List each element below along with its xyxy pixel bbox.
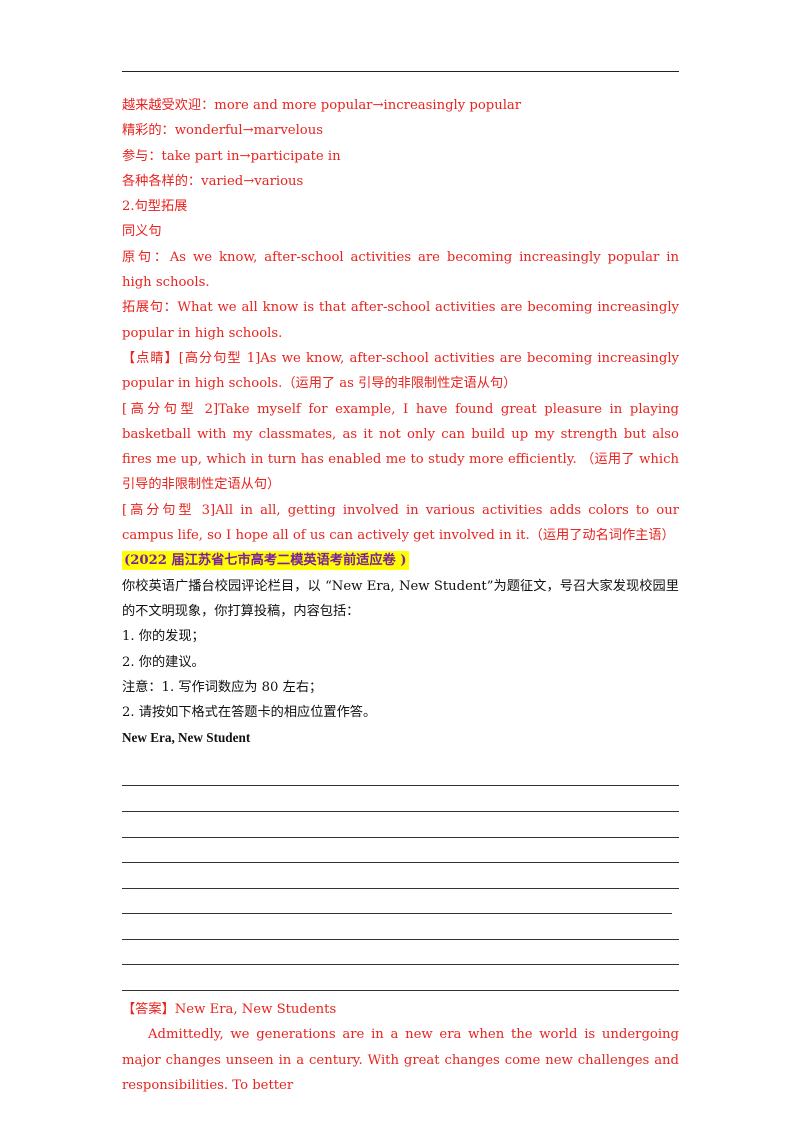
- answer-line: [122, 965, 679, 992]
- answer-line: [122, 838, 679, 864]
- synonym-line: 越来越受欢迎：more and more popular→increasingl…: [122, 98, 522, 113]
- header-rule: [122, 71, 679, 72]
- source-line: (2022 届江苏省七市高考二模英语考前适应卷 ): [122, 548, 679, 573]
- original-sentence: 原句：As we know, after-school activities a…: [122, 249, 679, 291]
- synonym-line: 参与：take part in→participate in: [122, 148, 341, 164]
- synonym-line: 精彩的：wonderful→marvelous: [122, 123, 324, 139]
- note-line: 2. 请按如下格式在答题卡的相应位置作答。: [122, 705, 377, 721]
- answer-line: [122, 786, 679, 812]
- prompt-item: 1. 你的发现；: [122, 629, 205, 645]
- expanded-sentence: 拓展句：What we all know is that after-schoo…: [122, 300, 679, 341]
- synonym-line: 各种各样的：varied→various: [122, 173, 304, 189]
- highlight-paragraph: [高分句型 3]All in all, getting involved in …: [122, 502, 679, 544]
- subheading: 同义句: [122, 224, 162, 240]
- answer-line: [122, 889, 672, 915]
- section-heading: 2.句型拓展: [122, 199, 188, 215]
- note-line: 注意：1. 写作词数应为 80 左右；: [122, 679, 323, 695]
- answer-lines: [122, 761, 679, 992]
- answer-text: Admittedly, we generations are in a new …: [122, 1027, 679, 1093]
- highlight-paragraph: [高分句型 2]Take myself for example, I have …: [122, 401, 679, 493]
- page-content: 越来越受欢迎：more and more popular→increasingl…: [122, 93, 679, 1098]
- answer-line: [122, 761, 679, 787]
- answer-label: 【答案】New Era, New Students: [122, 1002, 337, 1018]
- essay-title: New Era, New Student: [122, 730, 251, 746]
- prompt-item: 2. 你的建议。: [122, 654, 205, 670]
- highlight-paragraph: 【点睛】[高分句型 1]As we know, after-school act…: [122, 350, 679, 392]
- answer-line: [122, 940, 679, 966]
- answer-line: [122, 914, 679, 940]
- answer-line: [122, 812, 679, 838]
- prompt-intro: 你校英语广播台校园评论栏目，以 “New Era, New Student”为题…: [122, 578, 679, 619]
- source-tag: (2022 届江苏省七市高考二模英语考前适应卷 ): [122, 551, 409, 571]
- answer-line: [122, 863, 679, 889]
